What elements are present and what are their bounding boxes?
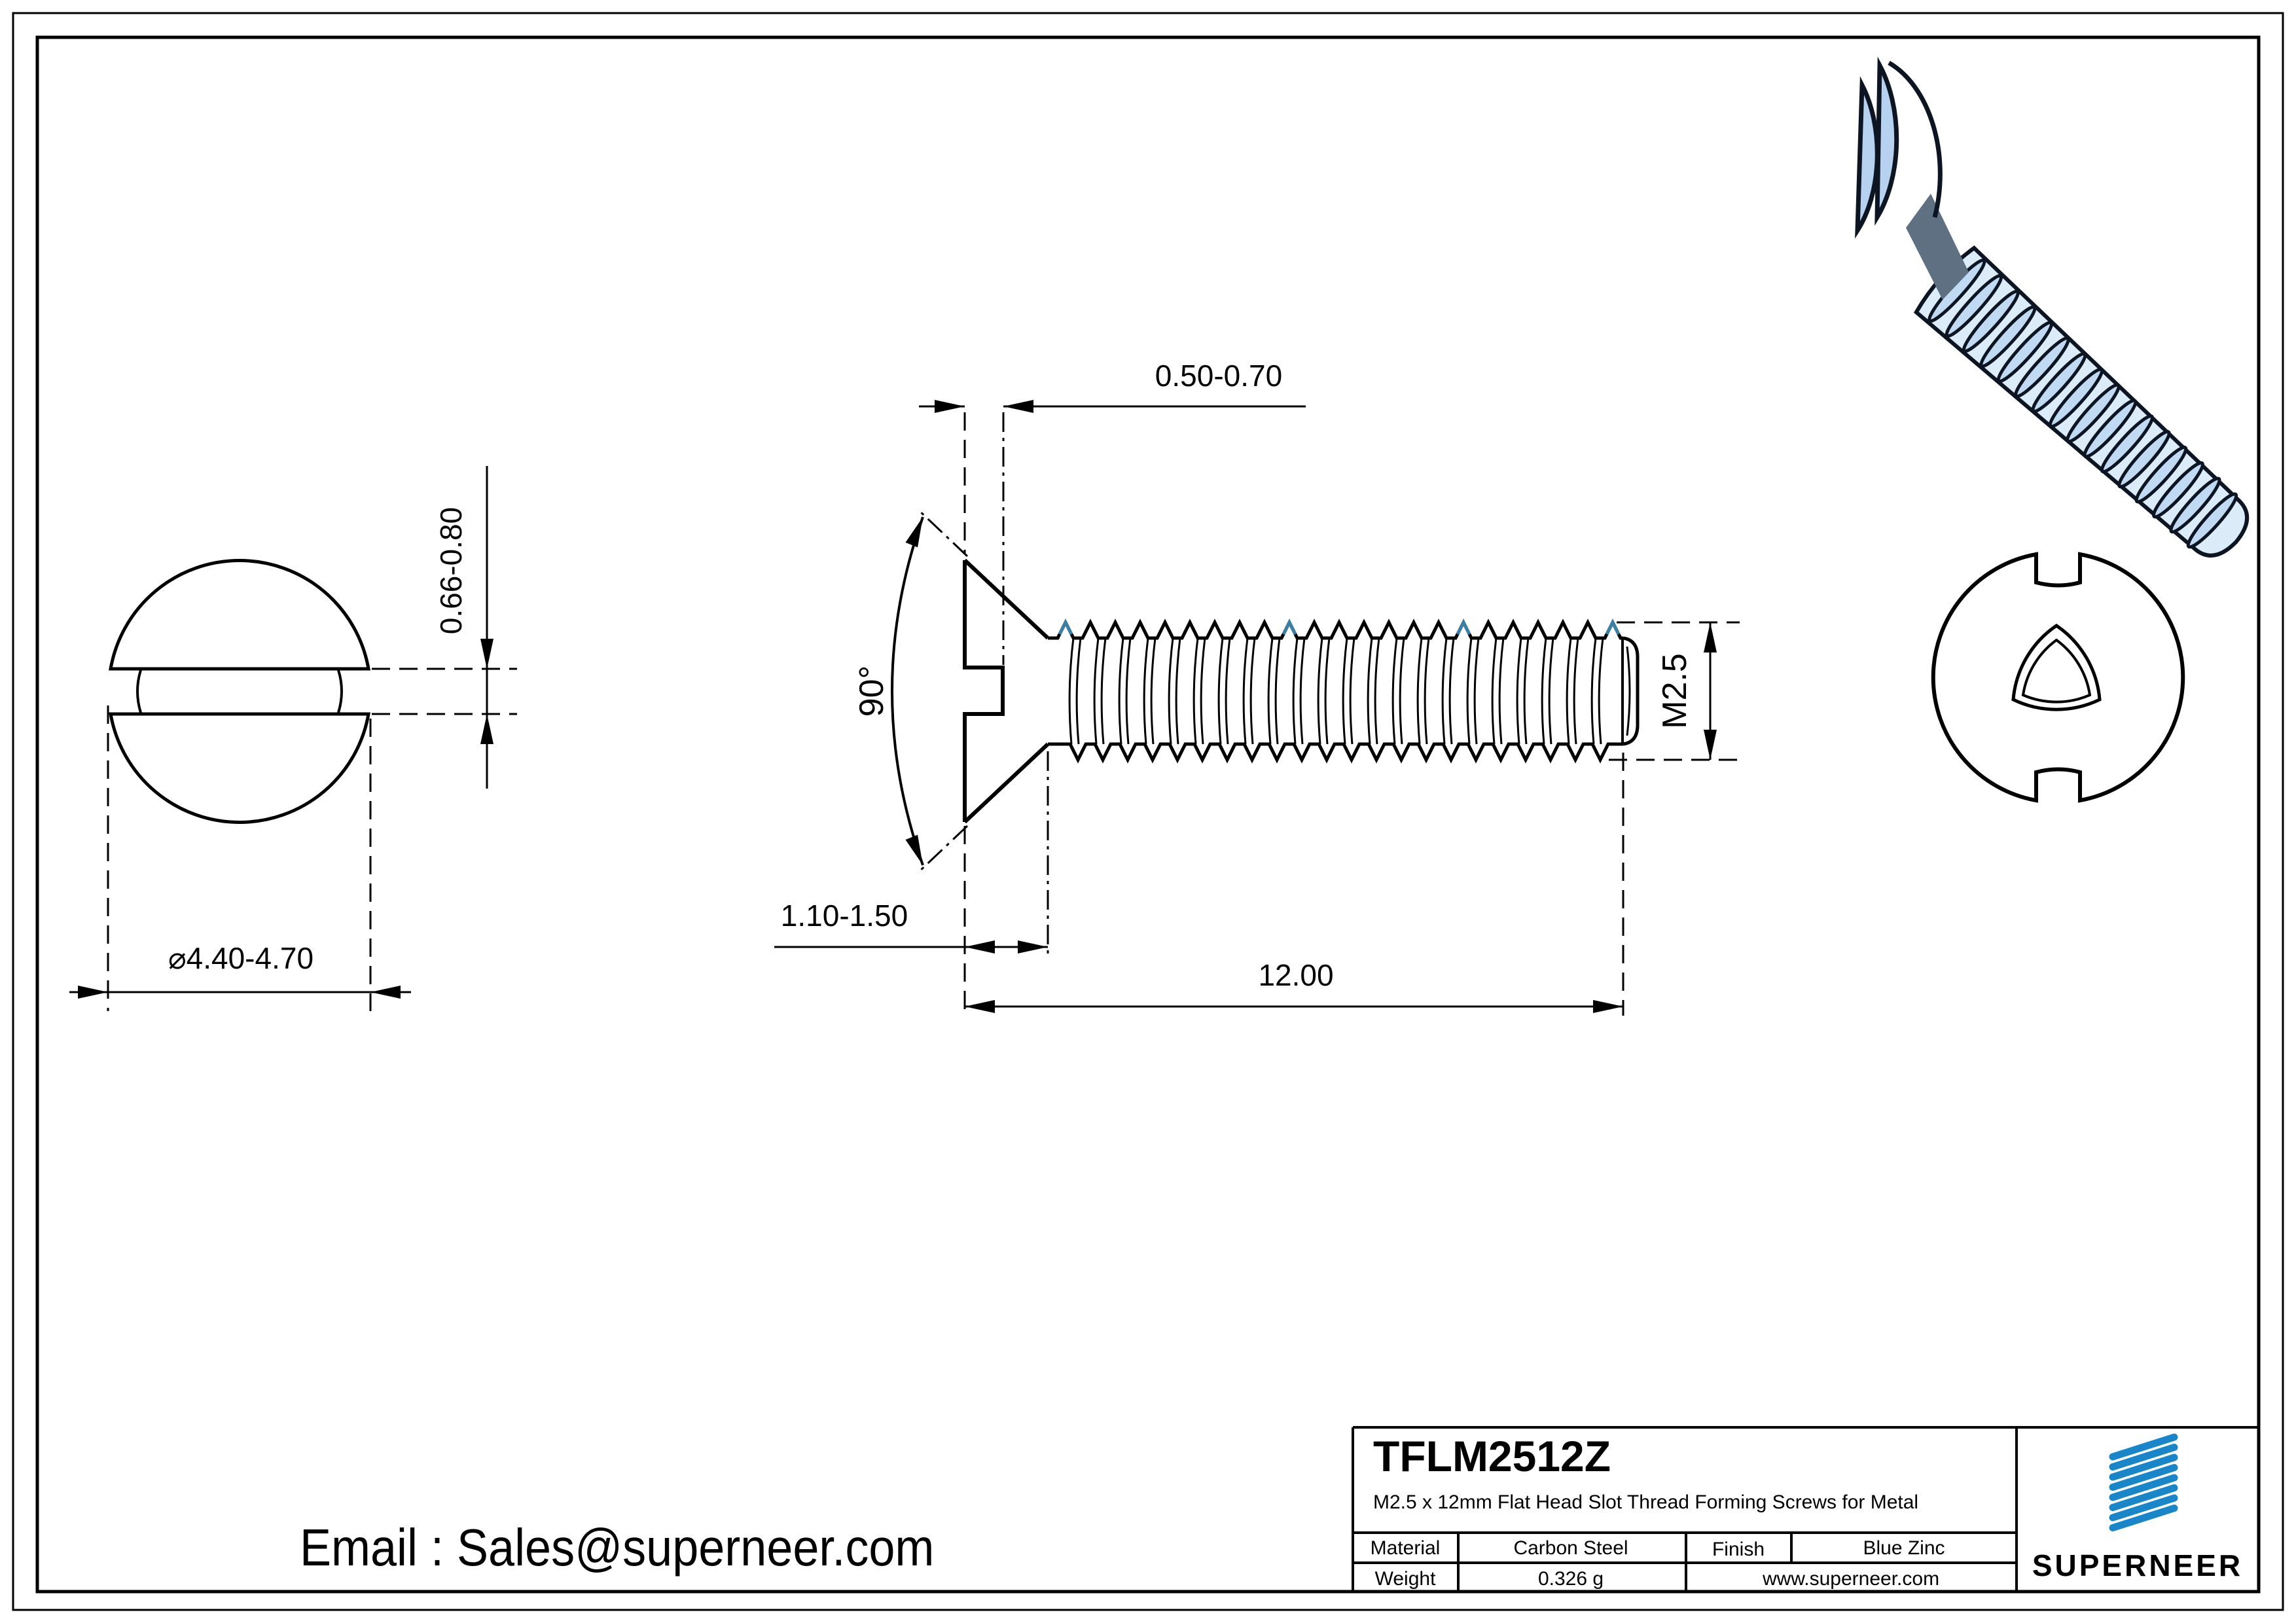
brand-logo (2109, 1433, 2178, 1531)
finish-value: Blue Zinc (1863, 1537, 1945, 1559)
head-height-dim-label: 1.10-1.50 (781, 899, 908, 933)
part-number: TFLM2512Z (1373, 1432, 1611, 1480)
screw-tip-outline (1623, 636, 1640, 746)
dimension-arrowhead (905, 517, 923, 548)
contact-email: Email : Sales@superneer.com (300, 1519, 934, 1577)
render-thread-rib (2048, 367, 2104, 429)
head-diameter-dim-label: ⌀4.40-4.70 (168, 941, 314, 975)
weight-value: 0.326 g (1538, 1568, 1604, 1590)
thread-crest-blue-tip (1282, 618, 1297, 635)
side-view: 90° 0.50-0.70 1.10-1.50 12.00 M2.5 (774, 359, 1740, 1016)
render-head-lobe-right (1874, 56, 1899, 226)
tip-chamfer-arc (1626, 646, 1631, 736)
dimension-arrowhead (1018, 940, 1048, 954)
slot-depth-dim-label: 0.50-0.70 (1155, 359, 1282, 393)
head-top-half-outline (109, 559, 370, 671)
dimension-arrowhead (965, 1000, 995, 1013)
render-thread-rib (1979, 305, 2037, 368)
render-thread-rib (2152, 461, 2204, 519)
title-block (1352, 1426, 2259, 1592)
angle-arc (891, 516, 924, 866)
logo-stripe (2109, 1433, 2178, 1461)
trilobe-inner (2021, 638, 2092, 704)
thread-flank-lines (1068, 637, 1604, 745)
dimension-arrowheads (78, 400, 1717, 1013)
title-block-text: TFLM2512Z M2.5 x 12mm Flat Head Slot Thr… (1371, 1432, 2243, 1590)
dimension-arrowhead (370, 986, 401, 999)
render-thread-rib (1962, 289, 2020, 353)
thread-size-label: M2.5 (1656, 653, 1694, 729)
website-link[interactable]: www.superneer.com (1762, 1568, 1939, 1590)
render-thread-rib (2134, 445, 2188, 504)
head-front-view: 0.66-0.80 ⌀4.40-4.70 (69, 466, 517, 1011)
thread-crest-blue-tip (1605, 618, 1621, 635)
part-description: M2.5 x 12mm Flat Head Slot Thread Formin… (1373, 1491, 1918, 1513)
render-thread-rib (1996, 321, 2054, 383)
dimension-arrowhead (1704, 622, 1717, 652)
logo-stripe (2109, 1464, 2178, 1491)
logo-stripe (2109, 1505, 2178, 1531)
angle-extension-bottom (916, 825, 969, 874)
render-shank-group (1913, 245, 2250, 558)
weight-label: Weight (1375, 1568, 1436, 1590)
brand-name: SUPERNEER (2032, 1548, 2243, 1582)
trilobe-outer (2011, 623, 2102, 711)
countersink-cone-bottom (963, 742, 1050, 824)
thread-top-zigzag (1048, 618, 1623, 640)
render-countersink-shadow (1906, 194, 1969, 300)
countersink-cone-top (963, 558, 1050, 640)
screw-3d-render (1855, 56, 2250, 558)
slot-end-arc-right (337, 669, 343, 713)
dimension-arrowhead (1704, 730, 1717, 760)
dimension-arrowhead (935, 400, 965, 413)
logo-stripe (2109, 1484, 2178, 1511)
dimension-arrowhead (905, 834, 923, 865)
logo-stripe (2109, 1494, 2178, 1522)
head-bottom-outline (1931, 552, 2185, 803)
thread-crest-blue-tip (1058, 618, 1073, 635)
slot-width-dim-label: 0.66-0.80 (434, 507, 468, 634)
dimension-arrowhead (1003, 400, 1033, 413)
render-thread-rib (1945, 274, 2003, 338)
inner-page-border (35, 35, 2261, 1594)
render-thread-rib (2169, 476, 2221, 534)
dimension-arrowhead (965, 940, 995, 954)
logo-stripe (2109, 1454, 2178, 1481)
thread-bottom-zigzag (1048, 742, 1623, 764)
logo-stripe (2109, 1444, 2178, 1471)
render-thread-rib (2031, 351, 2087, 414)
render-head-rim (1888, 60, 1943, 218)
head-face-outline (963, 560, 1005, 822)
slot-end-arc-left (136, 669, 142, 713)
dimension-arrowhead (480, 639, 493, 669)
head-bottom-half-outline (109, 712, 370, 824)
render-thread-rib (2117, 430, 2171, 489)
material-value: Carbon Steel (1513, 1537, 1628, 1559)
dimension-arrowhead (1593, 1000, 1623, 1013)
dimension-arrowhead (78, 986, 108, 999)
thread-crest-blue-tip (1456, 618, 1471, 635)
render-thread-rib (2100, 414, 2154, 474)
dimension-arrowhead (480, 714, 493, 744)
bottom-view (1931, 552, 2185, 803)
length-dim-label: 12.00 (1258, 958, 1333, 992)
render-thread-rib (2083, 399, 2138, 459)
thread-profile (1048, 618, 1623, 764)
render-thread-rib (2014, 336, 2070, 399)
render-thread-rib (2066, 383, 2121, 444)
render-head-lobe-left (1855, 76, 1880, 239)
material-label: Material (1371, 1537, 1441, 1559)
finish-label: Finish (1712, 1539, 1765, 1560)
logo-stripe (2109, 1474, 2178, 1501)
render-thread-rib (2186, 492, 2238, 549)
angle-extension-top (916, 508, 969, 558)
countersink-angle-label: 90° (853, 666, 891, 717)
outer-page-border (12, 12, 2284, 1611)
